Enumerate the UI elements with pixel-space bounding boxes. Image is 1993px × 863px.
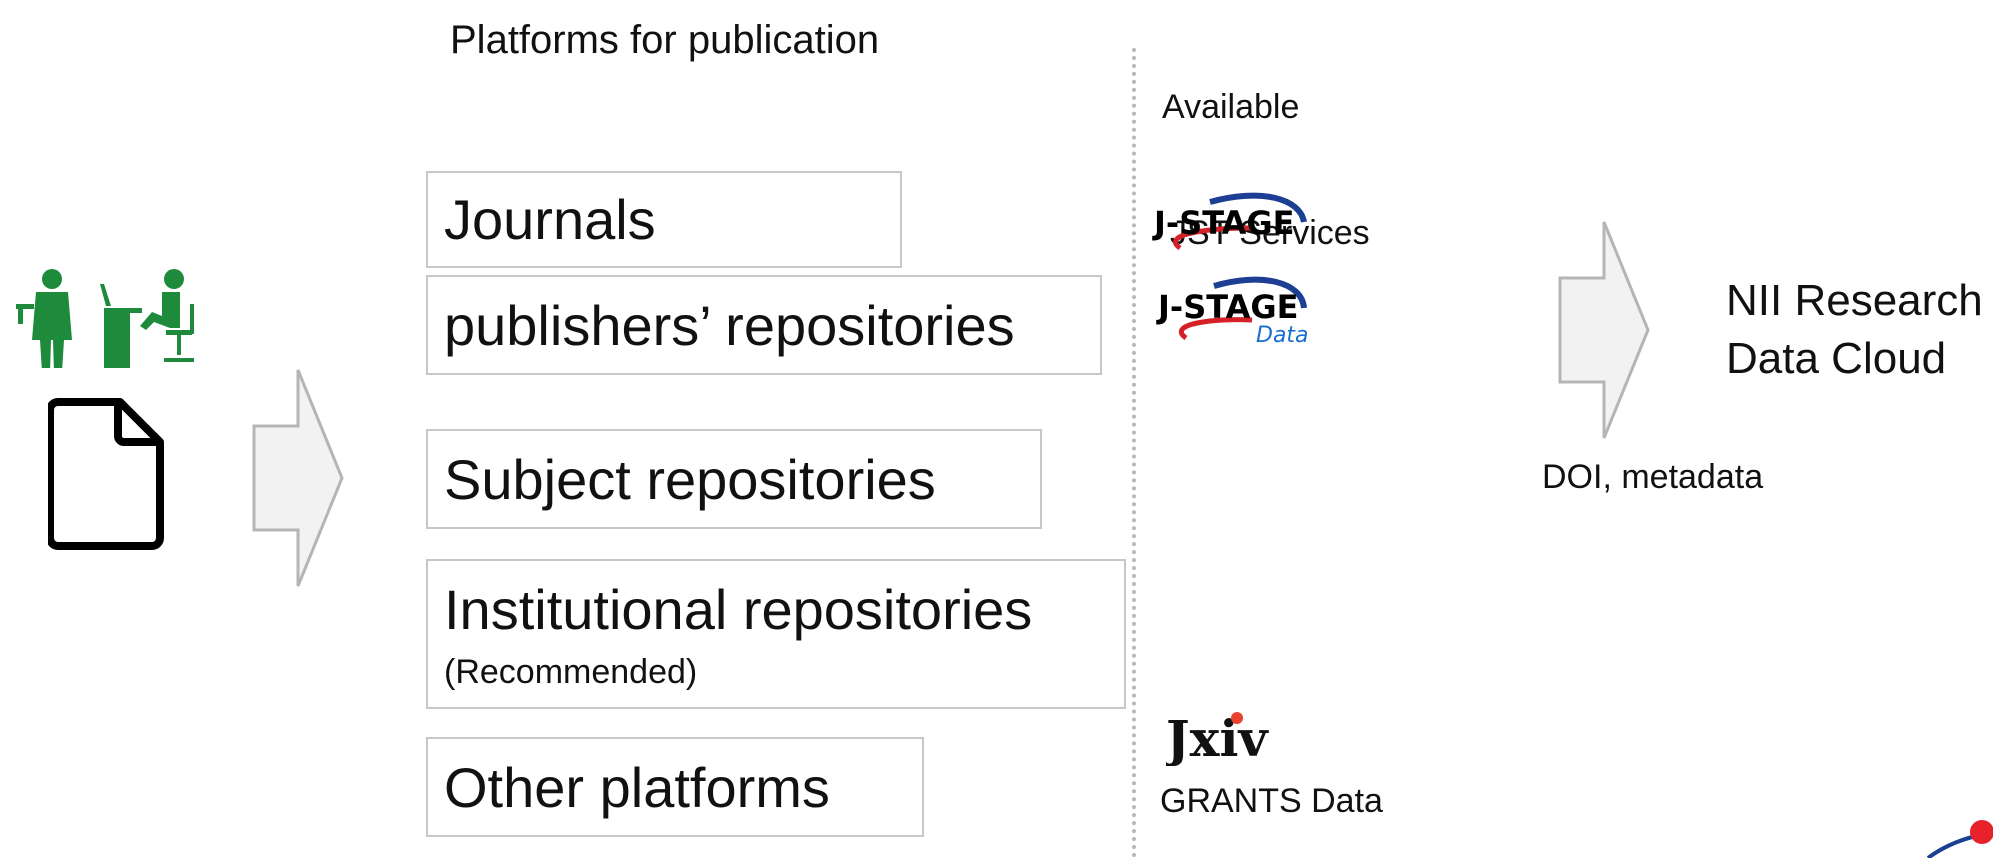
jst-services-line1: Available	[1162, 88, 1300, 126]
nii-research-data-cloud: NII Research Data Cloud	[1726, 272, 1983, 388]
doi-metadata-caption: DOI, metadata	[1542, 458, 1764, 496]
platform-label: publishers’ repositories	[444, 294, 1015, 357]
arrow-right-icon	[252, 366, 346, 590]
destination-line2: Data Cloud	[1726, 334, 1947, 383]
jstage-data-logo: J-STAGE Data	[1152, 272, 1322, 350]
grants-data-label: GRANTS Data	[1160, 782, 1383, 820]
platform-box-publishers: publishers’ repositories	[426, 275, 1102, 375]
platform-label: Subject repositories	[444, 448, 936, 511]
jstage-logo-text: J-STAGE	[1152, 204, 1294, 242]
platforms-heading: Platforms for publication	[450, 18, 880, 62]
platform-box-subject: Subject repositories	[426, 429, 1042, 529]
jxiv-logo: Jxiv	[1162, 706, 1296, 768]
jstage-logo: J-STAGE	[1150, 188, 1320, 258]
platform-box-other: Other platforms	[426, 737, 924, 837]
decorative-curve	[1920, 816, 1993, 860]
jstage-data-logo-text: J-STAGE	[1156, 288, 1298, 326]
researchers-icon	[14, 268, 195, 372]
platform-box-institutional: Institutional repositories (Recommended)	[426, 559, 1126, 709]
platform-label: Institutional repositories	[444, 578, 1033, 641]
arrow-right-icon	[1558, 218, 1652, 442]
platform-label: Journals	[444, 188, 656, 251]
document-icon	[46, 398, 166, 550]
jstage-data-suffix: Data	[1256, 323, 1309, 348]
platform-label: Other platforms	[444, 756, 830, 819]
destination-line1: NII Research	[1726, 276, 1983, 325]
jxiv-logo-text: Jxiv	[1166, 709, 1269, 766]
services-divider	[1132, 48, 1136, 858]
platform-note: (Recommended)	[444, 653, 698, 691]
platform-box-journals: Journals	[426, 171, 902, 268]
